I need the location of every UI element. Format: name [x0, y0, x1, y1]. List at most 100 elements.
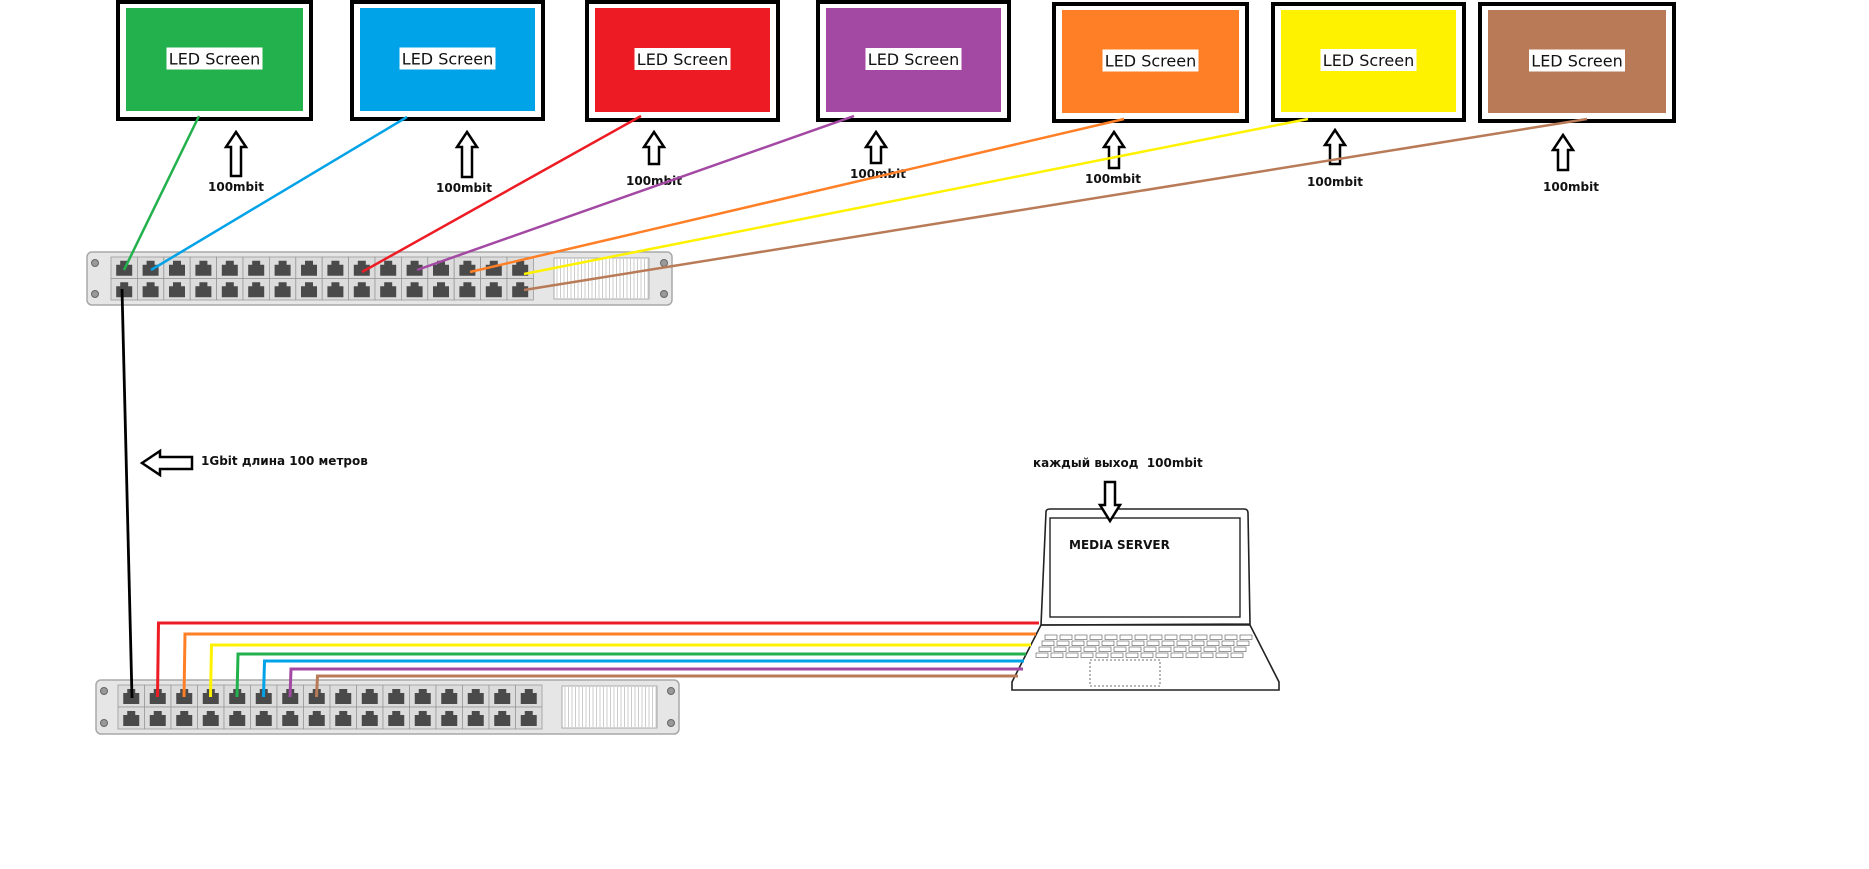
rj45-port-icon [485, 282, 502, 298]
mount-screw-icon [660, 259, 668, 267]
rj45-port-icon [335, 711, 352, 726]
rj45-port-icon [520, 711, 537, 726]
laptop-touchpad [1089, 659, 1161, 687]
keyboard-key [1110, 652, 1124, 658]
bottom-patch-switch [95, 679, 680, 735]
cable-green [122, 115, 201, 271]
keyboard-key [1179, 634, 1193, 640]
cable-red [361, 114, 642, 274]
screen-label: LED Screen [1531, 52, 1622, 71]
led-screen-green: LED Screen [116, 0, 313, 121]
rj45-port-icon [388, 711, 405, 726]
screen-label: LED Screen [868, 50, 959, 69]
keyboard-key [1101, 640, 1115, 646]
bandwidth-label: 100mbit [850, 167, 906, 181]
keyboard-key [1233, 646, 1247, 652]
rj45-port-icon [361, 711, 378, 726]
keyboard-key [1173, 646, 1187, 652]
keyboard-key [1065, 652, 1079, 658]
vent-grille [561, 685, 658, 729]
bandwidth-label: 100mbit [208, 180, 264, 194]
keyboard-key [1113, 646, 1127, 652]
mount-screw-icon [100, 719, 108, 727]
keyboard-key [1149, 634, 1163, 640]
keyboard-key [1083, 646, 1097, 652]
keyboard-key [1128, 646, 1142, 652]
keyboard-key [1041, 640, 1055, 646]
rj45-port-icon [467, 711, 484, 726]
keyboard-key [1176, 640, 1190, 646]
bandwidth-label: 100mbit [1307, 175, 1363, 189]
rj45-port-icon [441, 689, 458, 704]
rj45-port-icon [248, 260, 265, 276]
rj45-port-icon [255, 711, 272, 726]
rj45-port-icon [248, 282, 265, 298]
mount-screw-icon [660, 290, 668, 298]
keyboard-key [1155, 652, 1169, 658]
keyboard-key [1089, 634, 1103, 640]
rj45-port-icon [406, 260, 423, 276]
laptop-display [1049, 517, 1241, 618]
rj45-port-icon [301, 260, 317, 276]
keyboard-key [1095, 652, 1109, 658]
led-screen-orange: LED Screen [1052, 2, 1249, 123]
keyboard-key [1239, 634, 1253, 640]
cable-brown [523, 117, 1588, 292]
screen-label-box [1529, 49, 1625, 72]
keyboard-key [1218, 646, 1232, 652]
rj45-port-icon [301, 282, 317, 298]
mount-screw-icon [667, 719, 675, 727]
rj45-port-icon [229, 711, 246, 726]
keyboard-key [1200, 652, 1214, 658]
laptop-keyboard [1035, 634, 1253, 658]
keyboard-key [1056, 640, 1070, 646]
bandwidth-label: 100mbit [1085, 172, 1141, 186]
led-screen-brown: LED Screen [1478, 2, 1676, 123]
rj45-port-icon [327, 282, 344, 298]
rj45-port-icon [123, 711, 140, 726]
server-cable-blue [262, 659, 1024, 698]
keyboard-key [1164, 634, 1178, 640]
rj45-port-icon [221, 260, 238, 276]
keyboard-key [1098, 646, 1112, 652]
led-screen-purple: LED Screen [816, 0, 1011, 122]
rj45-port-icon [467, 689, 484, 704]
keyboard-key [1158, 646, 1172, 652]
led-screens: LED Screen LED Screen LED Screen LED Screen… [116, 0, 1676, 123]
keyboard-key [1116, 640, 1130, 646]
rj45-port-icon [202, 711, 219, 726]
keyboard-key [1104, 634, 1118, 640]
keyboard-key [1038, 646, 1052, 652]
keyboard-key [1131, 640, 1145, 646]
rj45-port-icon [406, 282, 423, 298]
rj45-port-icon [494, 689, 511, 704]
rj45-port-icon [327, 260, 344, 276]
keyboard-key [1161, 640, 1175, 646]
keyboard-key [1035, 652, 1049, 658]
keyboard-key [1119, 634, 1133, 640]
rj45-port-icon [116, 282, 133, 298]
uplink-label: 1Gbit длина 100 метров [201, 454, 368, 468]
server-cable-red [156, 621, 1039, 698]
rj45-port-icon [380, 260, 397, 276]
rj45-port-icon [512, 282, 529, 298]
keyboard-key [1068, 646, 1082, 652]
keyboard-key [1059, 634, 1073, 640]
rj45-port-icon [433, 260, 449, 276]
keyboard-key [1086, 640, 1100, 646]
rj45-port-icon [433, 282, 449, 298]
bandwidth-label: 100mbit [436, 181, 492, 195]
rj45-port-icon [414, 689, 431, 704]
rj45-port-icon [361, 689, 378, 704]
rj45-port-icon [176, 711, 193, 726]
keyboard-key [1140, 652, 1154, 658]
screen-label-box [1320, 49, 1417, 71]
led-screen-blue: LED Screen [350, 0, 545, 121]
rj45-port-icon [520, 689, 537, 704]
uplink-cable [120, 288, 134, 699]
screen-label: LED Screen [1323, 51, 1414, 70]
left-arrow-icon [139, 448, 194, 478]
cable-blue [150, 115, 408, 272]
screen-label-box [865, 48, 962, 70]
